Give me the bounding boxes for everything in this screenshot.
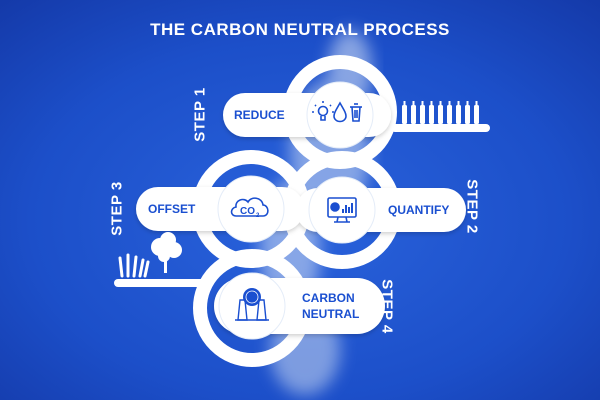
step-2-label: STEP 2: [463, 179, 481, 234]
co2-cloud-icon: CO 2: [230, 197, 269, 219]
reduce-label: REDUCE: [234, 108, 285, 122]
step-4-label: STEP 4: [378, 279, 396, 334]
offset-label: OFFSET: [148, 202, 196, 216]
lightbulb-icon: [312, 101, 334, 121]
carbon-neutral-badge-icon: [235, 288, 269, 321]
carbon-neutral-label-line-1: CARBON: [302, 291, 355, 305]
step-3-label: STEP 3: [108, 181, 126, 236]
quantify-label: QUANTIFY: [388, 203, 450, 217]
svg-text:2: 2: [256, 213, 260, 219]
carbon-neutral-label-line-2: NEUTRAL: [302, 307, 360, 321]
water-drop-icon: [333, 101, 347, 123]
hands-tree-icon: [118, 232, 182, 278]
bottles-icon: [402, 101, 479, 124]
recycle-bin-icon: [350, 103, 362, 122]
page-title: THE CARBON NEUTRAL PROCESS: [150, 20, 450, 39]
svg-text:CO: CO: [240, 206, 255, 217]
monitor-chart-icon: [327, 197, 357, 223]
step-1-label: STEP 1: [191, 87, 209, 142]
